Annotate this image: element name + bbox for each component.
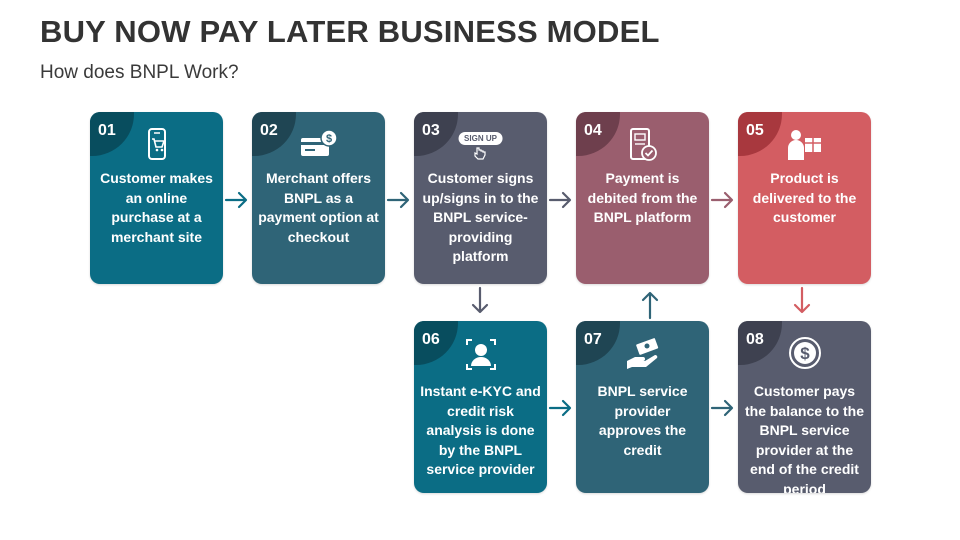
arrow-06-07	[548, 399, 572, 417]
step-text: Payment is debited from the BNPL platfor…	[587, 170, 698, 225]
step-number: 08	[746, 331, 764, 348]
step-number: 02	[260, 122, 278, 139]
payment-check-icon	[629, 128, 657, 161]
arrow-03-04	[548, 191, 572, 209]
svg-text:$: $	[800, 344, 810, 363]
step-number: 01	[98, 122, 116, 139]
step-card-08: 08 $ Customer pays the balance to the BN…	[738, 321, 871, 493]
step-card-03: 03 SIGN UP Customer signs up/signs in to…	[414, 112, 547, 284]
arrow-05-08	[793, 286, 811, 314]
step-number: 05	[746, 122, 764, 139]
arrow-03-06	[471, 286, 489, 314]
arrow-01-02	[224, 191, 248, 209]
hand-money-icon	[626, 338, 658, 369]
step-text: BNPL service provider approves the credi…	[597, 383, 688, 458]
step-number: 07	[584, 331, 602, 348]
delivery-person-icon	[787, 130, 821, 160]
arrow-02-03	[386, 191, 410, 209]
step-card-04: 04 Payment is debited from the BNPL plat…	[576, 112, 709, 284]
step-text: Merchant offers BNPL as a payment option…	[258, 170, 379, 245]
step-card-02: 02 $ Merchant offers BNPL as a payment o…	[252, 112, 385, 284]
step-text: Customer makes an online purchase at a m…	[100, 170, 213, 245]
page-subtitle: How does BNPL Work?	[40, 62, 239, 83]
step-text: Customer signs up/signs in to the BNPL s…	[422, 170, 539, 264]
card-dollar-icon: $	[300, 129, 338, 156]
arrow-04-05	[710, 191, 734, 209]
arrow-07-04	[641, 291, 659, 320]
sign-up-icon: SIGN UP	[458, 132, 503, 145]
step-card-05: 05 Product is delivered to the customer	[738, 112, 871, 284]
step-card-01: 01 Customer makes an online purchase at …	[90, 112, 223, 284]
arrow-07-08	[710, 399, 734, 417]
step-text: Product is delivered to the customer	[752, 170, 857, 225]
step-number: 04	[584, 122, 602, 139]
step-number: 03	[422, 122, 440, 139]
svg-text:$: $	[325, 133, 331, 145]
step-text: Customer pays the balance to the BNPL se…	[744, 383, 865, 493]
step-text: Instant e-KYC and credit risk analysis i…	[420, 383, 541, 477]
step-card-06: 06 Instant e-KYC and credit risk analysi…	[414, 321, 547, 493]
mobile-cart-icon	[147, 128, 166, 160]
step-card-07: 07 BNPL service provider approves the cr…	[576, 321, 709, 493]
face-scan-icon	[465, 339, 496, 370]
page-title: BUY NOW PAY LATER BUSINESS MODEL	[40, 14, 660, 49]
dollar-coin-icon: $	[788, 337, 821, 369]
hand-pointer-icon	[474, 147, 486, 160]
step-number: 06	[422, 331, 440, 348]
